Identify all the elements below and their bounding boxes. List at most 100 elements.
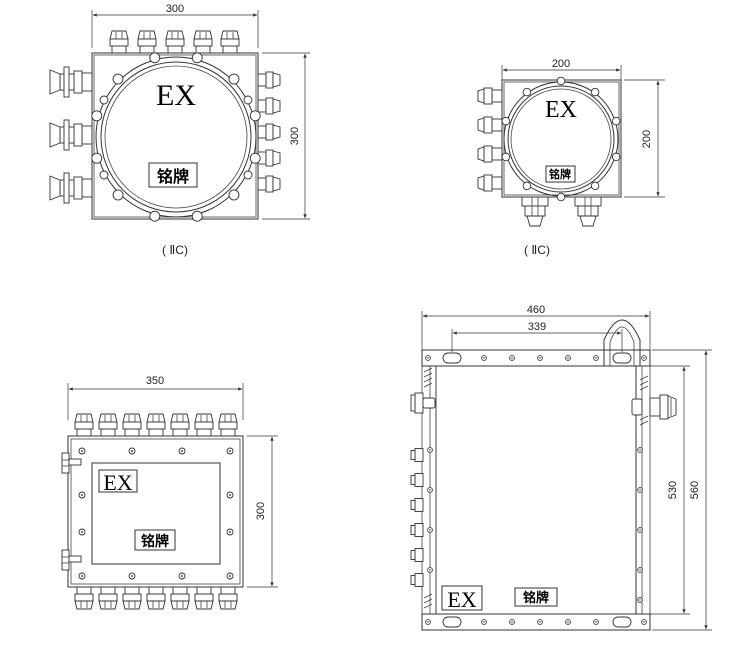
cover-bolt [191,52,203,64]
left-cable-glands [477,87,503,192]
mounting-slot [442,352,462,364]
cable-gland [410,523,424,537]
cable-gland [220,30,240,54]
frame-bolts [425,355,647,625]
cover-bolts [78,447,234,580]
drawing-large-box: 460 339 [410,304,712,631]
cable-gland [146,586,166,610]
dim-width-label: 350 [146,375,164,387]
cover-bolt [249,152,261,164]
cover-bolt [556,76,566,86]
dim-height-inner-label: 530 [667,481,679,499]
cover-bolt [611,152,621,162]
cover-bolt [590,181,600,191]
cable-gland [98,413,118,437]
right-cable-glands [257,71,281,193]
cable-gland [257,149,281,167]
cable-gland [410,392,436,414]
cable-gland [477,174,503,192]
cover-bolt [501,152,511,162]
cover-bolt [249,110,261,122]
drawing-round-large: 300 EX 铭牌 300 ( ⅡC) [49,3,310,257]
cable-gland [122,586,142,610]
cover-bolt [228,189,240,201]
cover-bolt [501,116,511,126]
cover-bolt [590,87,600,97]
cover-bolt [91,110,103,122]
top-cable-glands [74,413,238,437]
ex-mark: EX [545,97,577,123]
nameplate-label: 铭牌 [549,167,571,181]
mounting-slot [612,352,632,364]
cover-bolt [91,152,103,164]
cover-bolt [149,52,161,64]
ex-mark: EX [447,587,476,612]
drawing-round-small: 200 EX 铭牌 200 ( ⅡC) [477,58,665,257]
cable-gland [410,573,424,587]
dim-height-label: 300 [255,502,267,520]
cable-gland [109,30,129,54]
cable-gland [49,66,93,98]
cover-bolt [112,73,124,85]
cable-gland [257,175,281,193]
cover-bolts [91,52,261,222]
cable-gland [170,586,190,610]
hinge [61,549,82,571]
cable-gland [218,413,238,437]
cover-bolt [522,87,532,97]
dim-height-label: 200 [641,130,653,148]
drawing-square: 350 EX 铭牌 300 [61,375,278,610]
dim-height-outer-label: 560 [689,481,701,499]
cable-gland [257,71,281,89]
cable-gland [410,548,424,562]
cable-gland [49,119,93,151]
cover-bolt [611,116,621,126]
cable-gland [410,473,424,487]
cable-gland [194,413,214,437]
hinge [61,452,82,474]
mounting-slot [612,616,632,628]
nameplate-label: 铭牌 [523,590,549,606]
mounting-slots [442,352,632,628]
caption-label: ( ⅡC) [524,243,550,257]
cable-gland [521,196,549,227]
nameplate-label: 铭牌 [141,533,169,550]
cable-gland [74,413,94,437]
cable-gland [477,145,503,163]
cable-gland [146,413,166,437]
cover-bolt [228,73,240,85]
right-cable-gland [631,394,677,420]
cover-bolt [112,189,124,201]
dim-width-label: 300 [166,3,184,15]
mounting-slot [442,616,462,628]
cable-gland [257,123,281,141]
dim-width-label: 200 [552,58,570,70]
nameplate-label: 铭牌 [157,167,189,186]
bottom-cable-glands [521,196,602,227]
caption-label: ( ⅡC) [162,243,188,257]
cable-gland [170,413,190,437]
cover-bolt [556,192,566,202]
cable-gland [137,30,157,54]
dim-width-outer-label: 460 [527,304,545,316]
cable-gland [477,116,503,134]
cable-gland [193,30,213,54]
cable-gland [257,97,281,115]
cable-gland [410,448,424,462]
cable-gland [98,586,118,610]
cover-bolt [522,181,532,191]
cable-gland [194,586,214,610]
ex-mark: EX [103,470,132,495]
cable-gland [574,196,602,227]
top-cable-glands [109,30,240,54]
cable-gland [218,586,238,610]
ex-mark: EX [156,79,196,112]
cover-bolt [149,210,161,222]
cable-gland [165,30,185,54]
cable-gland [410,498,424,512]
cable-gland [74,586,94,610]
left-cable-glands [410,392,436,587]
left-cable-glands [49,66,93,204]
dim-width-inner-label: 339 [528,321,546,333]
